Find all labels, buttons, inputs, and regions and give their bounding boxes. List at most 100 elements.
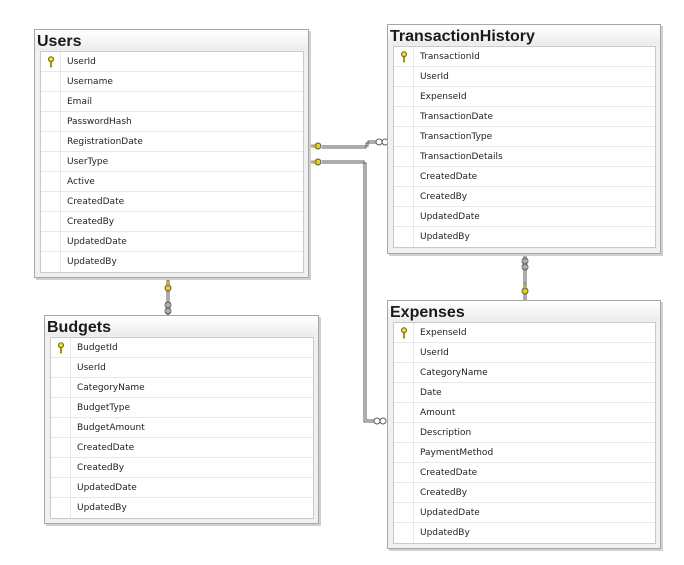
column-name: CategoryName — [77, 383, 145, 393]
column-row[interactable]: Date — [394, 383, 655, 403]
column-row[interactable]: UserType — [41, 152, 303, 172]
primary-key-icon — [401, 51, 407, 63]
key-end-icon — [521, 282, 529, 295]
column-row[interactable]: CreatedDate — [394, 463, 655, 483]
column-row[interactable]: UpdatedDate — [394, 503, 655, 523]
row-selector — [394, 167, 414, 187]
column-row[interactable]: CreatedBy — [394, 483, 655, 503]
column-row[interactable]: Email — [41, 92, 303, 112]
row-selector — [394, 443, 414, 463]
row-selector — [394, 343, 414, 363]
column-name: BudgetType — [77, 403, 131, 413]
column-name: ExpenseId — [420, 92, 467, 102]
column-name: CreatedDate — [67, 197, 125, 207]
column-row[interactable]: CreatedDate — [41, 192, 303, 212]
column-name: UpdatedDate — [420, 508, 480, 518]
table-title: Users — [37, 33, 82, 50]
column-row[interactable]: UpdatedDate — [41, 232, 303, 252]
column-row[interactable]: CreatedDate — [394, 167, 655, 187]
column-name: UserId — [420, 72, 449, 82]
key-end-icon — [309, 158, 322, 166]
row-selector — [394, 483, 414, 503]
row-selector — [41, 252, 61, 272]
row-selector — [41, 132, 61, 152]
column-row[interactable]: Description — [394, 423, 655, 443]
column-row[interactable]: UserId — [394, 343, 655, 363]
row-selector — [394, 363, 414, 383]
table-title: Expenses — [390, 304, 465, 321]
column-row[interactable]: CategoryName — [51, 378, 313, 398]
column-row[interactable]: UpdatedBy — [394, 523, 655, 543]
row-selector — [41, 152, 61, 172]
row-selector — [51, 458, 71, 478]
row-selector — [394, 523, 414, 543]
column-name: UpdatedBy — [67, 257, 117, 267]
row-selector — [394, 503, 414, 523]
column-name: BudgetAmount — [77, 423, 145, 433]
row-selector — [394, 67, 414, 87]
row-selector — [394, 207, 414, 227]
column-name: CreatedBy — [77, 463, 125, 473]
primary-key-row[interactable]: UserId — [41, 52, 303, 72]
row-selector — [394, 323, 414, 343]
column-row[interactable]: CreatedDate — [51, 438, 313, 458]
row-selector — [394, 403, 414, 423]
infinity-end-icon — [521, 257, 529, 271]
row-selector — [51, 418, 71, 438]
column-row[interactable]: UpdatedBy — [394, 227, 655, 247]
row-selector — [41, 92, 61, 112]
column-row[interactable]: TransactionType — [394, 127, 655, 147]
row-selector — [51, 478, 71, 498]
column-row[interactable]: CreatedBy — [394, 187, 655, 207]
column-row[interactable]: UpdatedBy — [41, 252, 303, 272]
column-row[interactable]: PaymentMethod — [394, 443, 655, 463]
relationship-users-transactionhistory — [322, 140, 376, 149]
column-name: UserType — [67, 157, 109, 167]
column-row[interactable]: UserId — [394, 67, 655, 87]
primary-key-row[interactable]: TransactionId — [394, 47, 655, 67]
column-row[interactable]: CategoryName — [394, 363, 655, 383]
column-row[interactable]: BudgetType — [51, 398, 313, 418]
column-name: UpdatedDate — [420, 212, 480, 222]
row-selector — [51, 398, 71, 418]
column-row[interactable]: UserId — [51, 358, 313, 378]
column-row[interactable]: CreatedBy — [41, 212, 303, 232]
column-row[interactable]: ExpenseId — [394, 87, 655, 107]
column-row[interactable]: TransactionDate — [394, 107, 655, 127]
column-name: PaymentMethod — [420, 448, 494, 458]
column-row[interactable]: UpdatedDate — [394, 207, 655, 227]
column-name: CreatedBy — [67, 217, 115, 227]
row-selector — [394, 227, 414, 247]
primary-key-row[interactable]: ExpenseId — [394, 323, 655, 343]
row-selector — [394, 47, 414, 67]
key-end-icon — [164, 279, 172, 292]
column-row[interactable]: BudgetAmount — [51, 418, 313, 438]
row-selector — [41, 112, 61, 132]
row-selector — [51, 358, 71, 378]
row-selector — [51, 338, 71, 358]
column-row[interactable]: Username — [41, 72, 303, 92]
column-row[interactable]: UpdatedDate — [51, 478, 313, 498]
column-name: UpdatedBy — [77, 503, 127, 513]
row-selector — [51, 438, 71, 458]
column-row[interactable]: Amount — [394, 403, 655, 423]
column-row[interactable]: CreatedBy — [51, 458, 313, 478]
column-row[interactable]: Active — [41, 172, 303, 192]
column-name: ExpenseId — [420, 328, 467, 338]
column-name: UpdatedDate — [67, 237, 127, 247]
primary-key-row[interactable]: BudgetId — [51, 338, 313, 358]
column-row[interactable]: RegistrationDate — [41, 132, 303, 152]
column-row[interactable]: PasswordHash — [41, 112, 303, 132]
column-name: TransactionDate — [420, 112, 493, 122]
row-selector — [394, 147, 414, 167]
row-selector — [394, 187, 414, 207]
relationship-users-expenses — [322, 160, 374, 423]
column-row[interactable]: TransactionDetails — [394, 147, 655, 167]
column-row[interactable]: UpdatedBy — [51, 498, 313, 518]
